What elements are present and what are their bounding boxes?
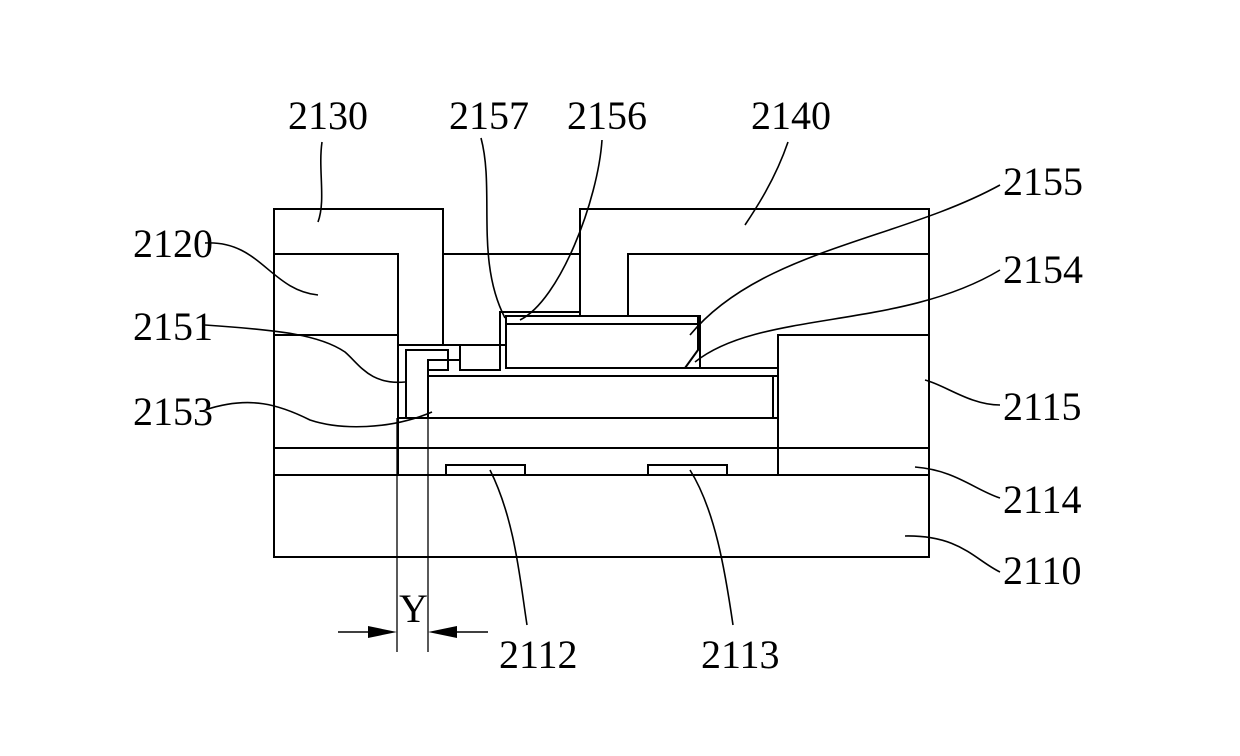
layer-2151 <box>428 376 773 418</box>
layer-2155 <box>506 324 698 368</box>
dim-y-arrow-right-head <box>428 626 457 638</box>
leader-2120 <box>205 243 318 295</box>
leader-2113 <box>690 470 733 625</box>
layer-2156 <box>506 316 698 324</box>
leader-2157 <box>481 138 505 318</box>
leader-2115 <box>925 380 1000 405</box>
layer-2120-left <box>274 254 398 335</box>
leader-2155 <box>690 185 1000 335</box>
label-2140: 2140 <box>751 93 831 138</box>
label-2153: 2153 <box>133 389 213 434</box>
label-2130: 2130 <box>288 93 368 138</box>
leader-2140 <box>745 142 788 225</box>
label-2120: 2120 <box>133 221 213 266</box>
label-2154: 2154 <box>1003 247 1083 292</box>
label-2112: 2112 <box>499 632 578 677</box>
electrode-2112 <box>446 465 525 475</box>
label-2115: 2115 <box>1003 384 1082 429</box>
label-2113: 2113 <box>701 632 780 677</box>
label-dimension-y: Y <box>399 586 428 631</box>
layer-2115-right <box>778 335 929 448</box>
leader-2114 <box>915 467 1000 498</box>
label-2151: 2151 <box>133 304 213 349</box>
layer-2154 <box>428 345 778 376</box>
substrate-2110 <box>274 475 929 557</box>
label-2156: 2156 <box>567 93 647 138</box>
layer-2120-middle <box>443 254 580 370</box>
leader-2151 <box>205 325 405 382</box>
layer-2115-left <box>274 335 398 448</box>
leader-2156 <box>520 140 602 320</box>
label-2110: 2110 <box>1003 548 1082 593</box>
label-2157: 2157 <box>449 93 529 138</box>
dim-y-arrow-left-head <box>368 626 397 638</box>
leader-2110 <box>905 536 1000 572</box>
layer-2114-center <box>398 418 778 475</box>
leader-2154 <box>695 270 1000 362</box>
label-2155: 2155 <box>1003 159 1083 204</box>
layer-2130 <box>274 209 443 345</box>
leader-2112 <box>490 470 527 625</box>
layer-2114 <box>274 448 929 475</box>
electrode-2113 <box>648 465 727 475</box>
label-2114: 2114 <box>1003 477 1082 522</box>
layer-2140 <box>580 209 929 316</box>
